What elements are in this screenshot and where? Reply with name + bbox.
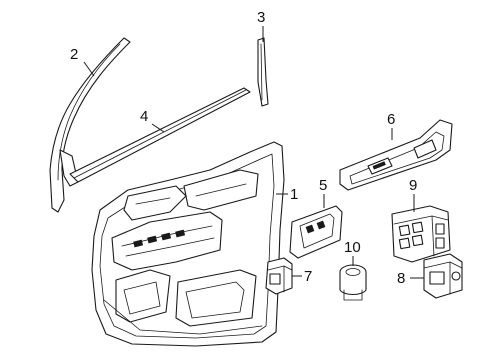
part-5-switch-bezel bbox=[289, 205, 343, 259]
part-6-master-switch-bezel bbox=[339, 119, 453, 191]
callout-2: 2 bbox=[70, 46, 78, 63]
callout-5: 5 bbox=[319, 177, 327, 194]
callout-8: 8 bbox=[397, 270, 405, 287]
part-7-single-switch bbox=[265, 257, 293, 295]
callout-4: 4 bbox=[140, 108, 148, 125]
callout-10: 10 bbox=[344, 239, 361, 256]
part-3-rear-channel bbox=[257, 37, 269, 107]
callout-1: 1 bbox=[290, 186, 298, 203]
part-4-belt-weatherstrip bbox=[69, 87, 251, 183]
callout-6: 6 bbox=[387, 111, 395, 128]
part-2-window-frame-trim bbox=[49, 37, 131, 213]
callout-9: 9 bbox=[409, 177, 417, 194]
callout-7: 7 bbox=[304, 268, 312, 285]
part-9-window-switch bbox=[391, 205, 451, 263]
part-1-door-trim-panel bbox=[91, 141, 285, 347]
callout-3: 3 bbox=[257, 9, 265, 26]
part-8-switch-module bbox=[423, 253, 463, 299]
part-10-round-switch bbox=[339, 264, 367, 301]
leader-lines bbox=[83, 26, 424, 279]
